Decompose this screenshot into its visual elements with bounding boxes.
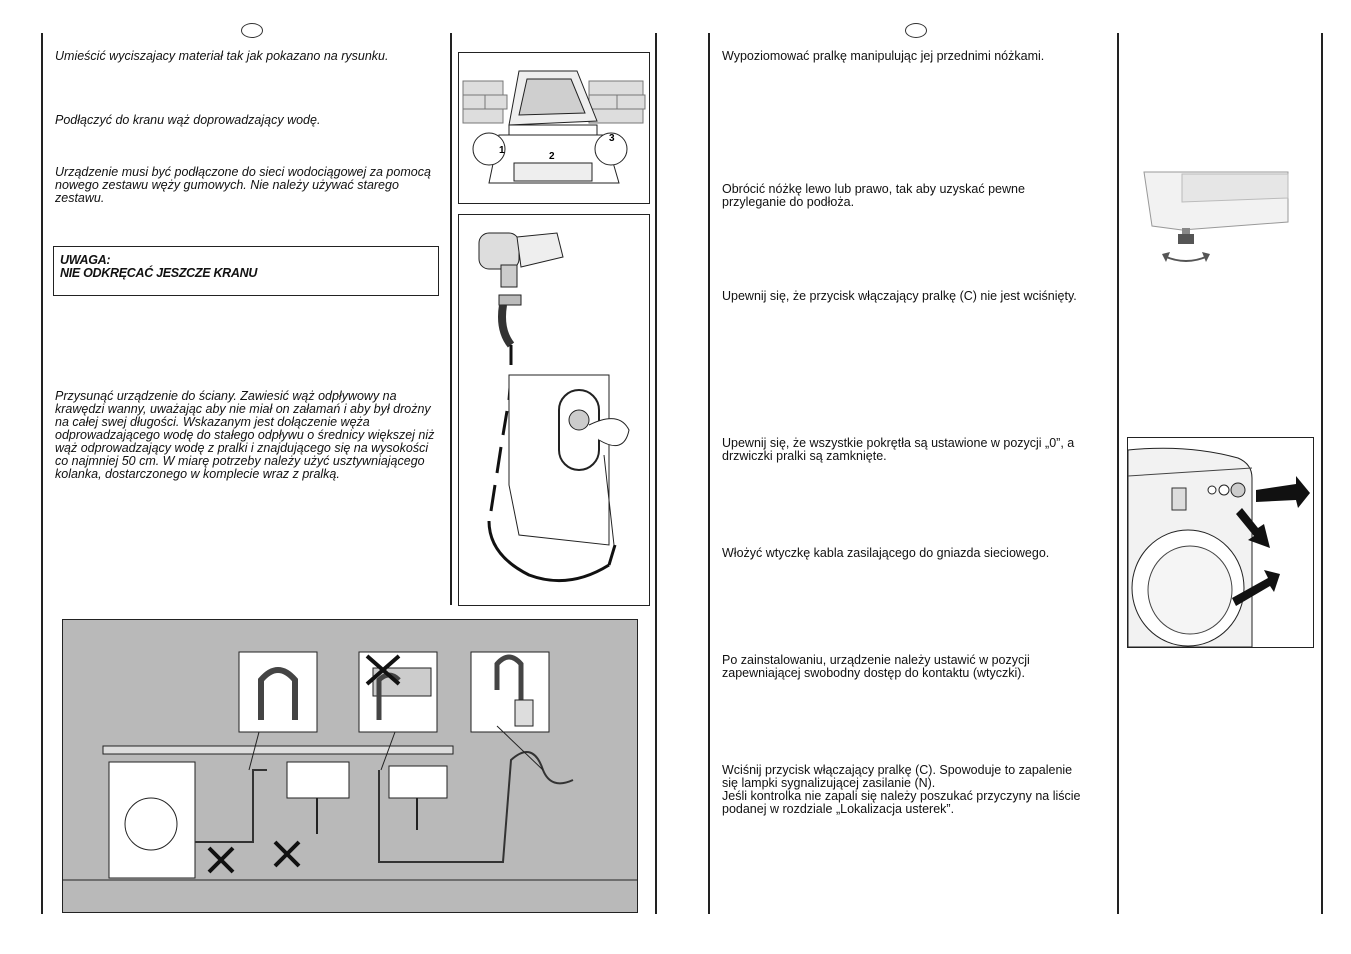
instruction-level-washer: Wypoziomować pralkę manipulując jej prze…: [722, 49, 1045, 63]
instruction-turn-foot: Obrócić nóżkę lewo lub prawo, tak aby uz…: [722, 182, 1025, 209]
figure-label-1: 1: [499, 145, 505, 156]
figure-label-3: 3: [609, 133, 615, 144]
tap-hose-illustration: [478, 232, 630, 583]
instruction-plug-in: Włożyć wtyczkę kabla zasilającego do gni…: [722, 546, 1050, 560]
figure-insulation-install: 1 2 3: [458, 52, 650, 204]
page-marker-right: [905, 23, 927, 38]
page-marker-left: [241, 23, 263, 38]
warning-text: NIE ODKRĘCAĆ JESZCZE KRANU: [60, 266, 258, 280]
instruction-check-knobs: Upewnij się, że wszystkie pokrętła są us…: [722, 436, 1075, 463]
figure-tap-hose: [458, 214, 650, 606]
figure-adjustable-foot: [1142, 170, 1290, 270]
page-right-rule: [655, 33, 657, 914]
warning-title: UWAGA:: [60, 253, 111, 267]
figure-control-panel: [1127, 437, 1314, 648]
left-margin-rule: [41, 33, 43, 914]
right-column-divider: [1117, 33, 1119, 914]
foot-illustration: [1143, 171, 1289, 262]
control-panel-illustration: [1128, 447, 1310, 647]
warning-box: UWAGA: NIE ODKRĘCAĆ JESZCZE KRANU: [53, 246, 439, 296]
insulation-illustration: 1 2 3: [462, 70, 646, 184]
figure-label-2: 2: [549, 151, 555, 162]
instruction-check-button: Upewnij się, że przycisk włączający pral…: [722, 289, 1077, 303]
instruction-access-plug: Po zainstalowaniu, urządzenie należy ust…: [722, 653, 1030, 680]
right-margin-rule: [708, 33, 710, 914]
instruction-insulation: Umieścić wyciszajacy materiał tak jak po…: [55, 49, 389, 63]
instruction-press-button: Wciśnij przycisk włączający pralkę (C). …: [722, 763, 1073, 790]
instruction-connect-hose: Podłączyć do kranu wąż doprowadzający wo…: [55, 113, 321, 127]
instruction-drain-hose: Przysunąć urządzenie do ściany. Zawiesić…: [55, 389, 435, 481]
left-column-divider: [450, 33, 452, 605]
instruction-troubleshoot: Jeśli kontrolka nie zapali się należy po…: [722, 789, 1081, 816]
drain-options-illustration: [63, 651, 637, 881]
instruction-new-hoses: Urządzenie musi być podłączone do sieci …: [55, 165, 431, 205]
figure-drain-options: [62, 619, 638, 913]
right-page-edge-rule: [1321, 33, 1323, 914]
